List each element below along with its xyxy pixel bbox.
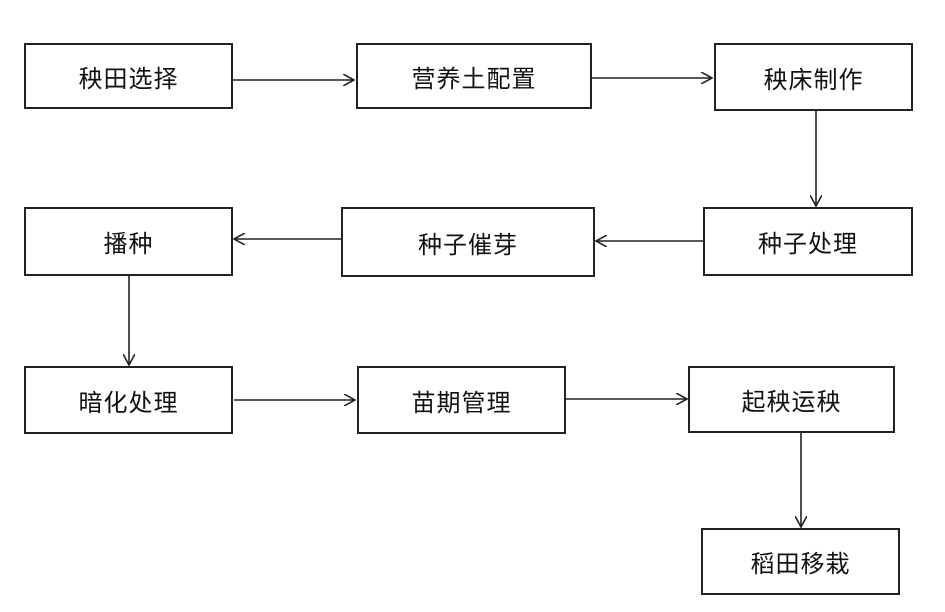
step-paddy-transplanting: 稻田移栽: [701, 528, 900, 595]
step-seedling-management: 苗期管理: [357, 366, 566, 434]
step-label: 播种: [103, 230, 154, 258]
step-seedling-lifting-transport: 起秧运秧: [688, 366, 895, 433]
step-seed-germination: 种子催芽: [341, 207, 595, 277]
step-sowing: 播种: [24, 207, 233, 276]
step-label: 种子处理: [758, 230, 858, 258]
step-label: 秧床制作: [763, 65, 864, 94]
step-label: 营养土配置: [411, 64, 537, 93]
step-label: 秧田选择: [78, 64, 179, 93]
step-dark-treatment: 暗化处理: [24, 366, 233, 434]
step-seed-treatment: 种子处理: [703, 207, 913, 276]
step-nutrient-soil-preparation: 营养土配置: [356, 43, 592, 109]
step-label: 苗期管理: [411, 388, 512, 417]
step-seedbed-field-selection: 秧田选择: [24, 43, 233, 109]
step-seedbed-making: 秧床制作: [714, 43, 913, 111]
step-label: 暗化处理: [78, 388, 179, 417]
step-label: 起秧运秧: [741, 388, 842, 416]
step-label: 种子催芽: [418, 230, 518, 259]
step-label: 稻田移栽: [750, 550, 851, 578]
